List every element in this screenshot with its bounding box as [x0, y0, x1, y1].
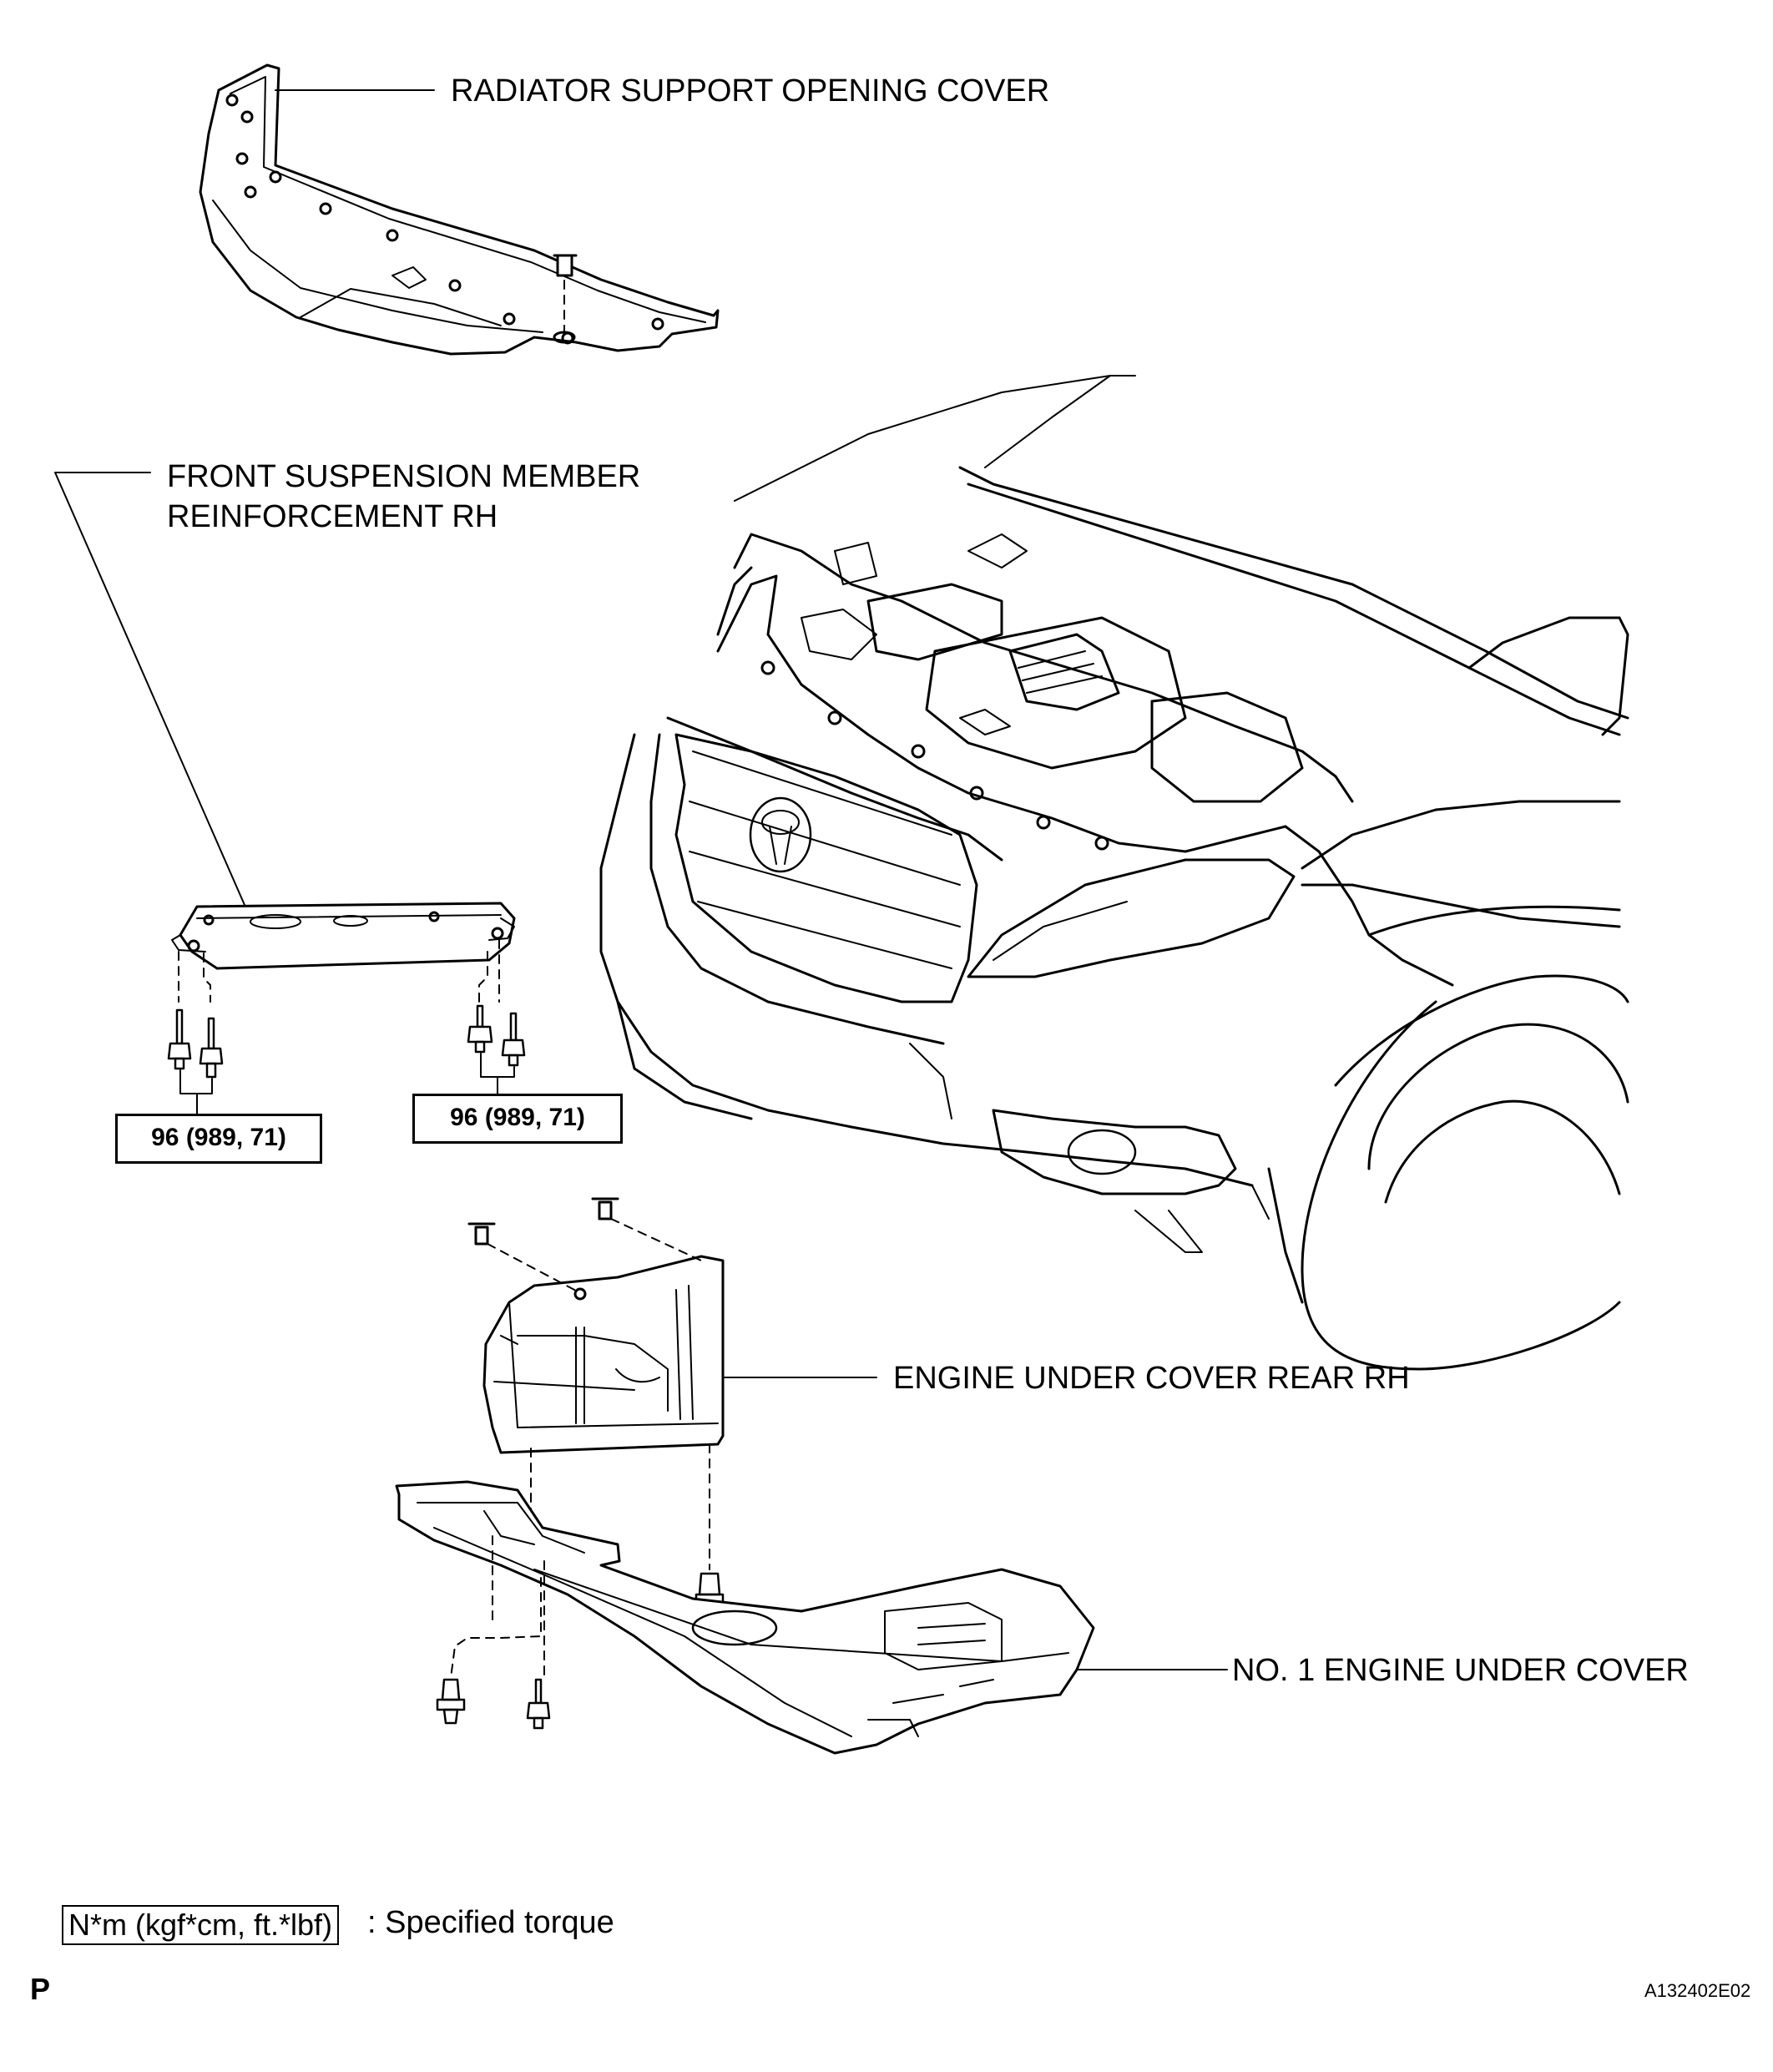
- page-letter: P: [30, 1972, 51, 2006]
- legend-description: : Specified torque: [367, 1905, 614, 1940]
- torque-spec-box-right: 96 (989, 71): [412, 1094, 623, 1144]
- label-front-suspension-member-line1: FRONT SUSPENSION MEMBER: [167, 459, 641, 494]
- bolt-icon: [167, 1008, 192, 1070]
- bolt-icon: [199, 1017, 224, 1079]
- engine-under-cover-rear-rh: [467, 1197, 725, 1570]
- radiator-support-opening-cover: [199, 63, 720, 356]
- label-engine-under-cover-rear-rh: ENGINE UNDER COVER REAR RH: [893, 1361, 1410, 1396]
- label-no1-engine-under-cover: NO. 1 ENGINE UNDER COVER: [1232, 1653, 1689, 1688]
- label-front-suspension-member-line2: REINFORCEMENT RH: [167, 499, 498, 534]
- legend-torque-units-box: N*m (kgf*cm, ft.*lbf): [62, 1905, 340, 1945]
- figure-id: A132402E02: [1644, 1980, 1751, 2001]
- no1-engine-under-cover: [395, 1480, 1095, 1755]
- bolt-icon: [467, 1004, 493, 1054]
- front-suspension-member-reinforcement: [171, 902, 516, 1003]
- clip-icon: [436, 1678, 466, 1725]
- label-radiator-support-opening-cover: RADIATOR SUPPORT OPENING COVER: [451, 73, 1050, 109]
- bolt-icon: [526, 1678, 551, 1730]
- leader-suspension-member: [54, 472, 251, 919]
- torque-spec-box-left: 96 (989, 71): [115, 1114, 322, 1164]
- vehicle-front-illustration: [599, 375, 1629, 1371]
- bolt-icon: [501, 1012, 526, 1067]
